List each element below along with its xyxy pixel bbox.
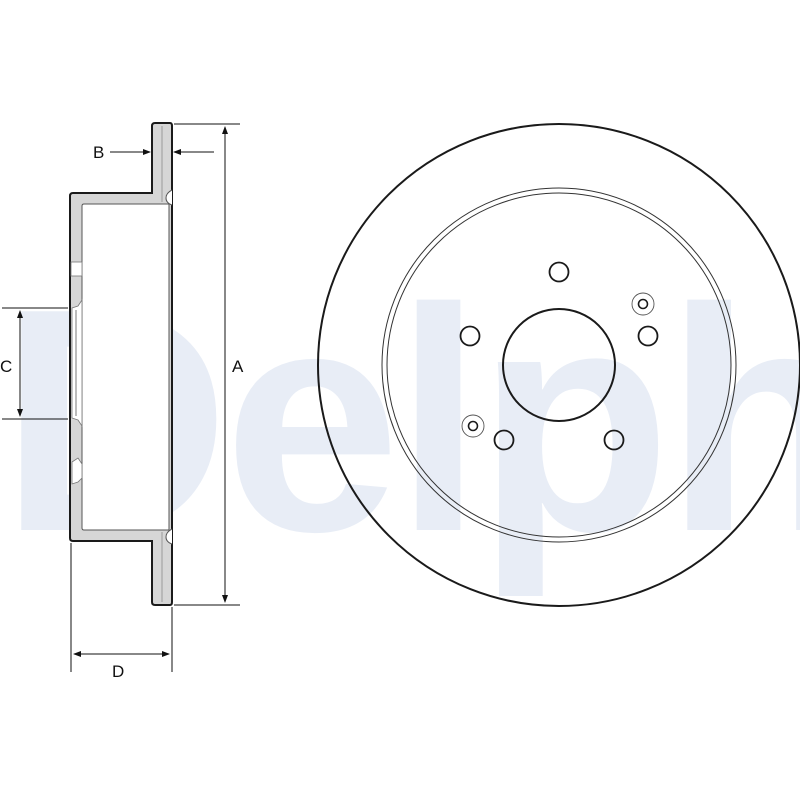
label-b: B <box>93 143 104 162</box>
label-c: C <box>0 357 12 376</box>
bolt-hole <box>459 325 481 347</box>
friction-ring-outer <box>381 187 737 543</box>
hat-interior <box>81 203 170 531</box>
locating-hole <box>631 292 655 316</box>
disc-outer-edge <box>317 123 800 607</box>
front-view <box>317 123 800 607</box>
label-d: D <box>112 662 124 681</box>
dimension-b: B <box>93 143 214 162</box>
bolt-hole <box>493 429 515 451</box>
label-a: A <box>232 357 244 376</box>
bolt-hole <box>637 325 659 347</box>
side-section-view <box>69 122 173 606</box>
bolt-hole <box>603 429 625 451</box>
dimension-d: D <box>70 543 173 681</box>
dimension-c: C <box>0 307 68 420</box>
centre-bore <box>502 308 616 422</box>
locating-hole <box>461 414 485 438</box>
friction-ring-inner <box>386 192 732 538</box>
bolt-hole <box>548 261 570 283</box>
dimension-a: A <box>174 123 244 606</box>
bore-cutout <box>71 298 83 428</box>
